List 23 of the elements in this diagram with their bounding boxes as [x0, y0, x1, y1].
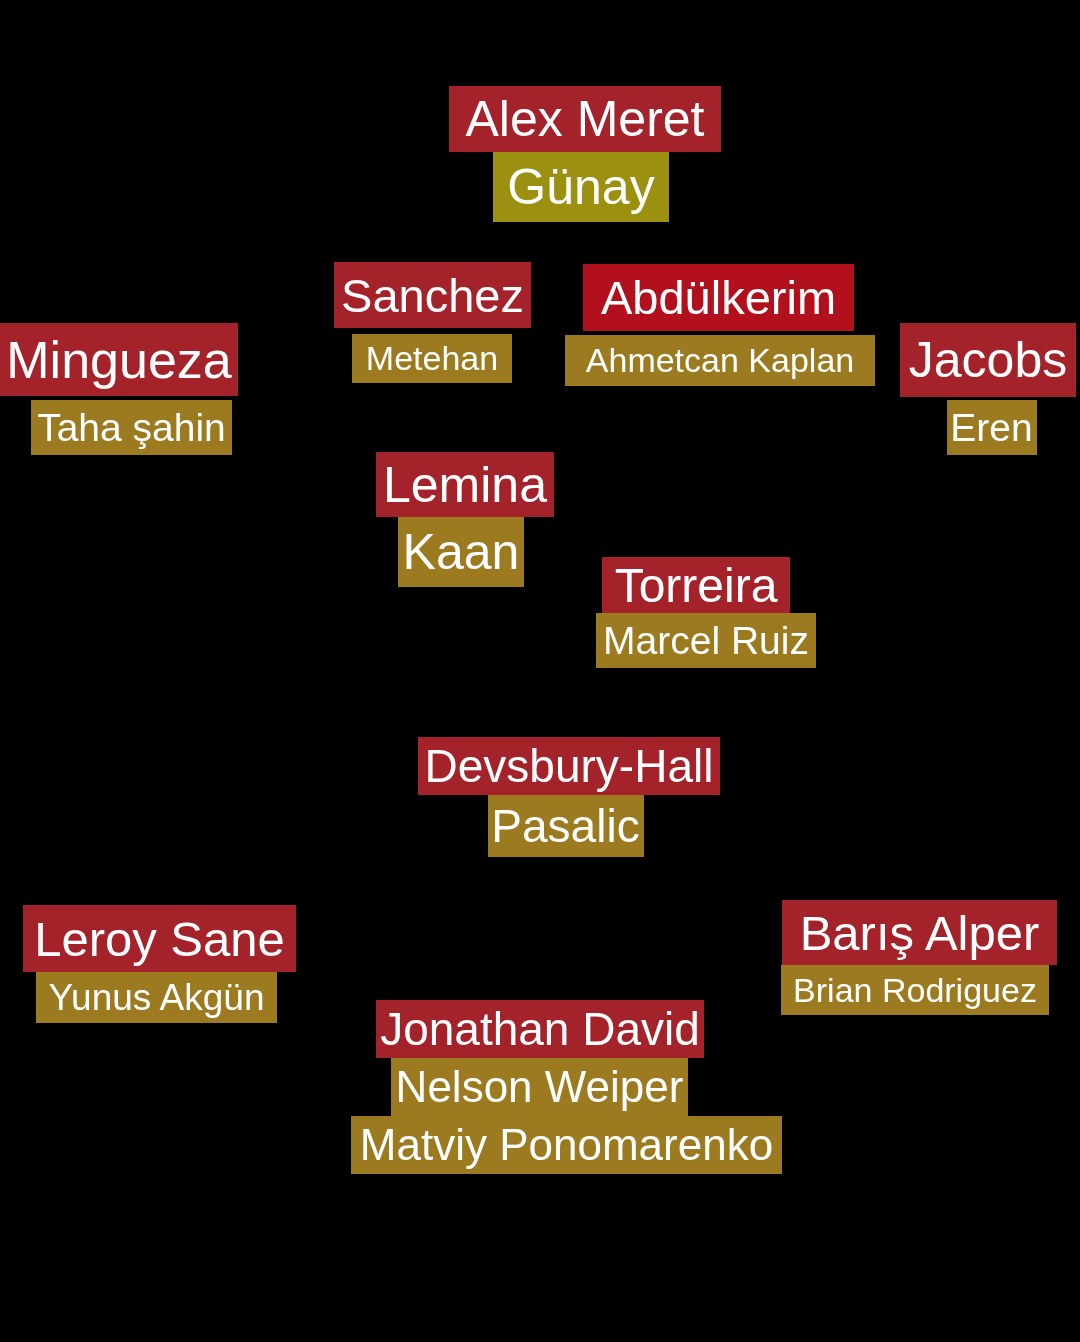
name-tag: Yunus Akgün [36, 972, 277, 1023]
name-tag: Alex Meret [449, 86, 721, 152]
name-tag: Metehan [352, 334, 512, 383]
name-tag: Kaan [398, 517, 524, 587]
name-tag: Eren [946, 400, 1037, 455]
name-tag: Marcel Ruiz [596, 613, 816, 668]
name-tag: Torreira [602, 557, 790, 613]
name-tag: Brian Rodriguez [781, 965, 1049, 1015]
name-tag: Jacobs [900, 323, 1076, 397]
name-tag: Mingueza [0, 323, 238, 396]
name-tag: Pasalic [487, 795, 644, 857]
name-tag: Lemina [376, 452, 554, 517]
name-tag: Nelson Weiper [391, 1058, 688, 1116]
name-tag: Leroy Sane [23, 905, 296, 972]
name-tag: Devsbury-Hall [418, 737, 720, 795]
name-tag: Günay [493, 152, 669, 222]
name-tag: Jonathan David [376, 1000, 704, 1058]
name-tag: Matviy Ponomarenko [351, 1116, 782, 1174]
name-tag: Barış Alper [782, 900, 1057, 965]
name-tag: Abdülkerim [583, 264, 854, 331]
name-tag: Taha şahin [31, 400, 232, 455]
name-tag: Ahmetcan Kaplan [565, 335, 875, 386]
name-tag: Sanchez [334, 262, 531, 328]
